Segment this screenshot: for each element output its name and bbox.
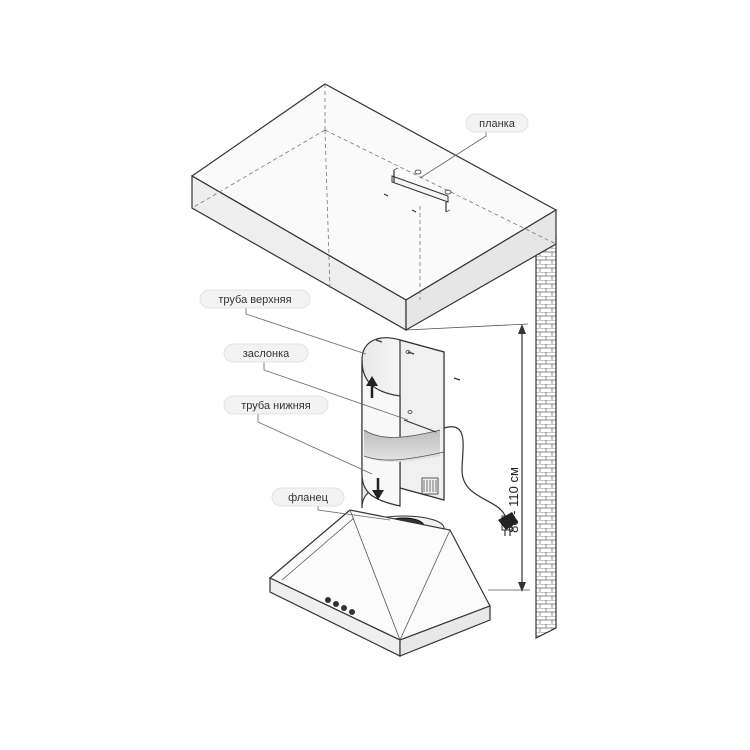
label-flange-text: фланец	[288, 492, 329, 504]
label-bracket-text: планка	[479, 118, 516, 130]
control-buttons	[325, 597, 355, 615]
label-upper-pipe-text: труба верхняя	[218, 294, 291, 306]
airflow-arrows	[366, 376, 384, 500]
power-cable	[443, 426, 518, 536]
label-lower-pipe-text: труба нижняя	[241, 400, 310, 412]
chimney-pipes	[361, 337, 461, 509]
label-bracket: планка	[465, 113, 529, 133]
label-upper-pipe: труба верхняя	[199, 289, 311, 309]
vent-grille	[421, 477, 439, 495]
label-flange: фланец	[271, 487, 345, 507]
ceiling-slab	[190, 83, 558, 332]
height-dimension: 80 - 110 см	[405, 323, 530, 592]
hood-body	[268, 509, 491, 657]
label-damper: заслонка	[223, 343, 309, 363]
ceiling-bracket	[383, 167, 452, 300]
label-lower-pipe: труба нижняя	[223, 395, 329, 415]
dimension-label: 80 - 110 см	[506, 467, 521, 533]
brick-wall	[535, 235, 557, 639]
label-damper-text: заслонка	[243, 348, 290, 360]
